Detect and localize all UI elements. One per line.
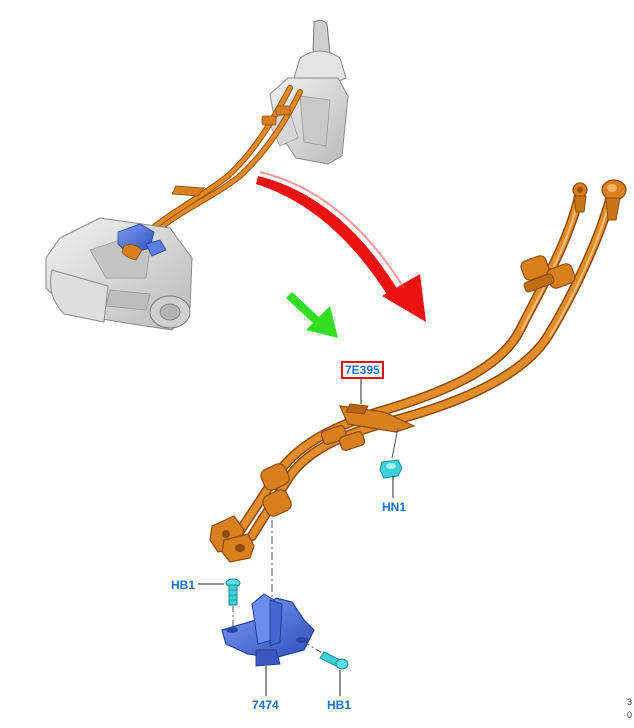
green-arrow-icon: [286, 292, 338, 338]
callout-hn1: HN1: [382, 500, 407, 514]
bolt-right: [303, 641, 349, 670]
red-curved-arrow-icon: [256, 171, 426, 322]
cable-sleeves-upper: [520, 255, 576, 293]
mounting-bracket-7474: [221, 593, 315, 667]
corner-ref-line1: 3: [627, 697, 633, 707]
overview-assembly: [45, 19, 349, 331]
callout-7474: 7474: [252, 698, 279, 712]
bolt-left: [225, 578, 241, 606]
cable-sleeves-lower: [260, 463, 292, 517]
cable-end-lower-right: [221, 533, 255, 563]
nut-clip: [379, 459, 403, 479]
corner-ref-line2: 0: [627, 710, 633, 720]
callout-7E395: 7E395: [341, 361, 384, 379]
gear-knob: [293, 19, 347, 85]
overview-cables: [135, 85, 303, 243]
shifter-housing: [267, 77, 349, 165]
cable-end-ball: [601, 179, 627, 221]
overview-bracket-highlight: [117, 223, 167, 261]
cable-end-upper: [572, 182, 588, 213]
callout-hb1-right: HB1: [327, 698, 352, 712]
shift-cable-assembly: [229, 187, 617, 545]
callout-hb1-left: HB1: [171, 578, 196, 592]
cable-mount-bracket: [339, 403, 416, 459]
cable-sleeves-middle: [320, 425, 366, 451]
